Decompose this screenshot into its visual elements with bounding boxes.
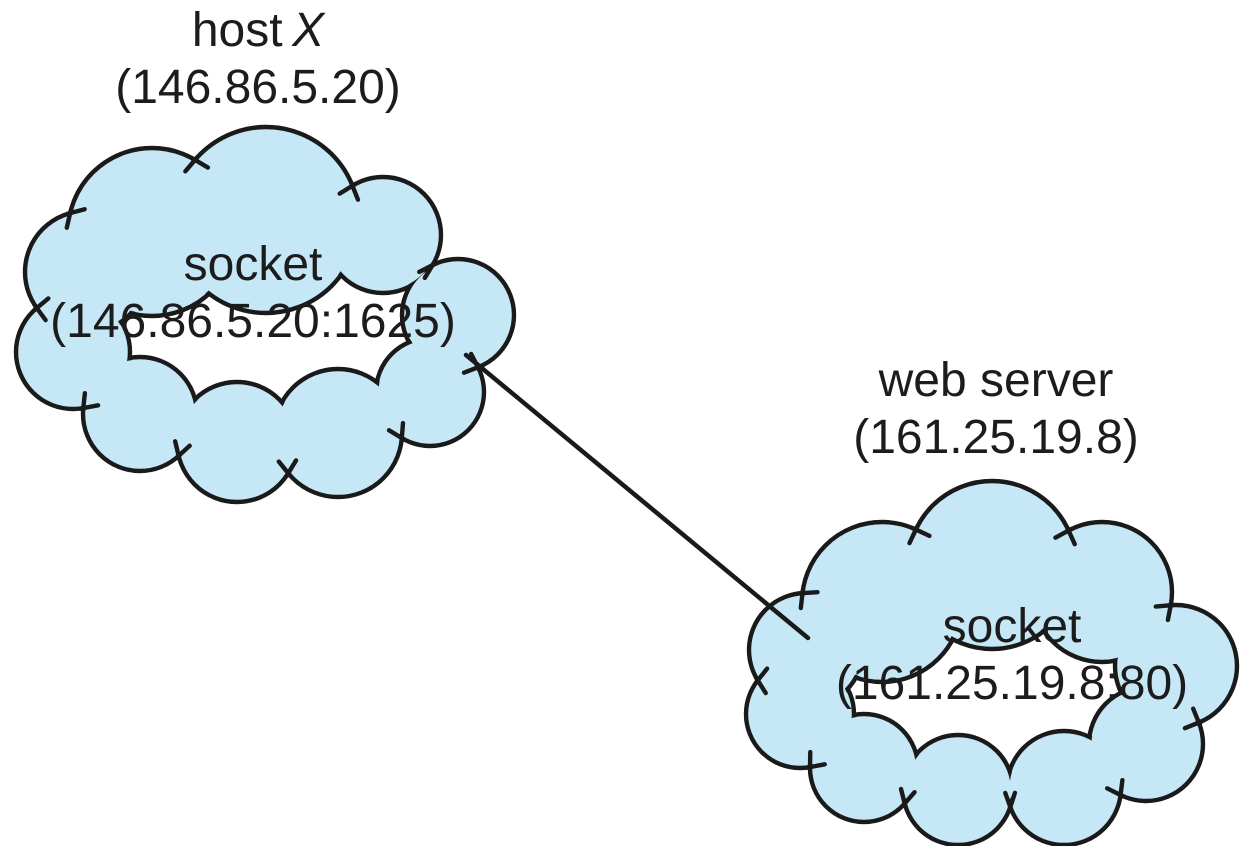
host-name-variable: X [292, 4, 325, 57]
server-ip: (161.25.19.8) [853, 411, 1139, 464]
server-socket-address: (161.25.19.8:80) [835, 657, 1189, 710]
connection-line [463, 352, 811, 641]
host-socket-address: (146.86.5.20:1625) [50, 295, 456, 348]
server-socket-label: socket (161.25.19.8:80) [836, 598, 1188, 712]
server-socket-word: socket [942, 600, 1082, 653]
host-socket-word: socket [183, 238, 323, 291]
host-name-text: host [191, 4, 283, 57]
host-cloud-shape [13, 124, 517, 505]
host-socket-label: socket (146.86.5.20:1625) [50, 236, 456, 350]
host-ip: (146.86.5.20) [115, 61, 401, 114]
server-cloud-shape [743, 478, 1240, 846]
server-title: web server (161.25.19.8) [853, 352, 1139, 466]
server-name: web server [878, 354, 1114, 407]
